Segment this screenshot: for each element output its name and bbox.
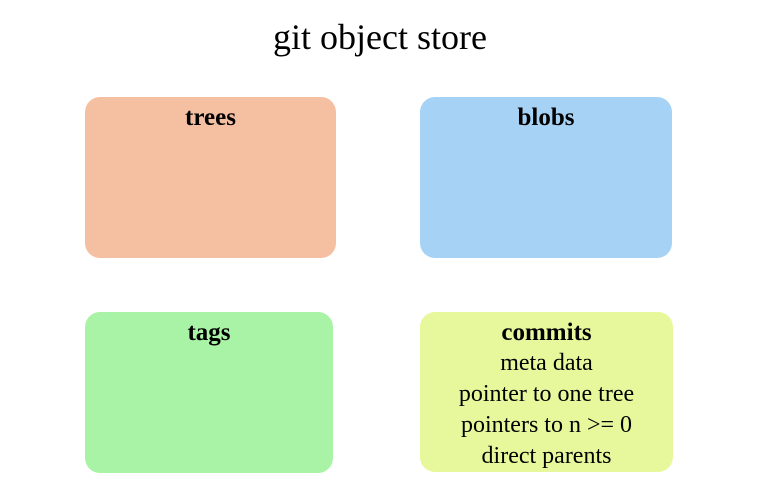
page-title: git object store [273,17,487,57]
box-commits-label: commits [501,319,592,346]
box-commits-line-pointer-to-one-tree: pointer to one tree [458,381,635,407]
box-trees: trees [85,97,336,258]
box-blobs: blobs [420,97,672,258]
box-tags-label: tags [187,319,231,346]
box-commits-line-pointers-to-n: pointers to n >= 0 [460,412,633,438]
box-commits-line-direct-parents: direct parents [481,443,612,469]
box-trees-label: trees [185,104,236,131]
box-commits-line-meta-data: meta data [500,350,593,376]
box-blobs-label: blobs [517,104,575,131]
box-commits: commits meta data pointer to one tree po… [420,312,673,472]
box-tags: tags [85,312,333,473]
